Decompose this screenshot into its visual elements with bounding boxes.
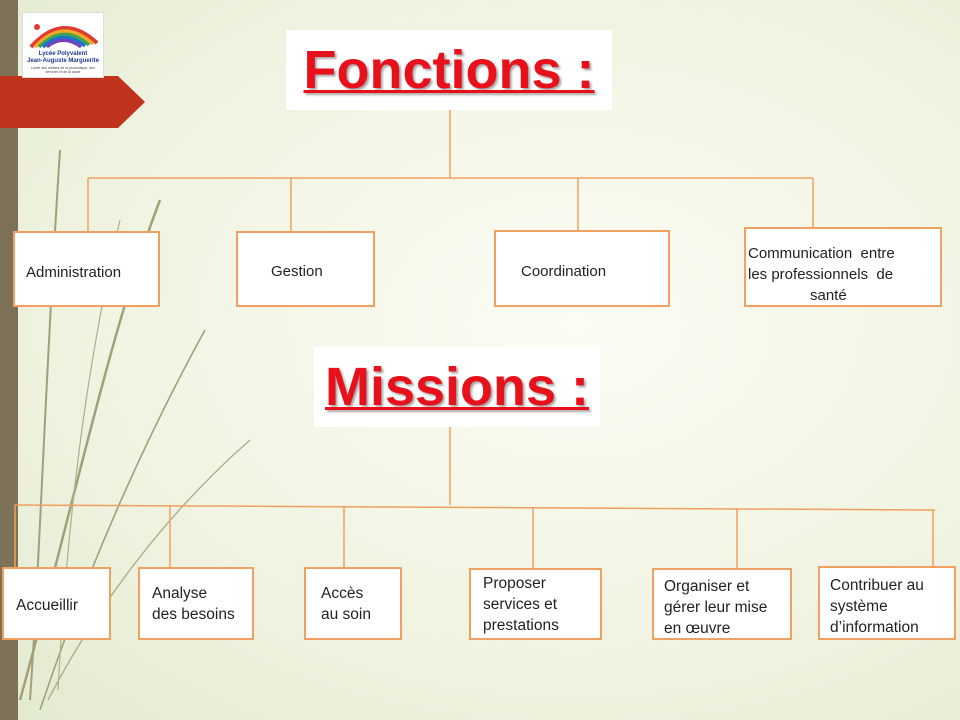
- box-administration: Administration: [13, 231, 160, 307]
- label-contribuer-line3: d’information: [830, 619, 919, 636]
- label-organiser-line2: gérer leur mise: [664, 599, 768, 616]
- label-communication-line2: les professionnels de: [748, 266, 894, 283]
- box-communication: Communication entre les professionnels d…: [744, 227, 942, 307]
- logo-tagline: Lycée des métiers de la productique, des…: [31, 66, 95, 74]
- rainbow-logo-icon: [29, 24, 99, 49]
- box-contribuer: Contribuer au système d’information: [818, 566, 956, 640]
- missions-heading: Missions :: [314, 347, 600, 427]
- box-analyse: Analyse des besoins: [138, 567, 254, 640]
- label-acces-line2: au soin: [321, 606, 371, 623]
- label-contribuer-line1: Contribuer au: [830, 577, 924, 594]
- school-logo: Lycée Polyvalent Jean-Auguste Marguerite…: [22, 12, 104, 78]
- label-communication-line1: Communication entre: [748, 245, 895, 262]
- label-communication-line3: santé: [810, 287, 847, 304]
- box-acces: Accès au soin: [304, 567, 402, 640]
- red-arrow-banner: [0, 76, 145, 128]
- label-organiser-line1: Organiser et: [664, 578, 750, 595]
- label-organiser-line3: en œuvre: [664, 620, 731, 637]
- label-gestion: Gestion: [271, 263, 323, 280]
- box-proposer: Proposer services et prestations: [469, 568, 602, 640]
- label-proposer-line1: Proposer: [483, 575, 546, 592]
- label-proposer-line2: services et: [483, 596, 558, 613]
- logo-title: Lycée Polyvalent: [38, 51, 88, 57]
- label-contribuer-line2: système: [830, 598, 888, 615]
- label-coordination: Coordination: [521, 263, 607, 280]
- box-accueillir: Accueillir: [2, 567, 111, 640]
- fonctions-heading: Fonctions :: [286, 30, 612, 110]
- label-analyse-line1: Analyse: [152, 585, 208, 602]
- logo-subtitle: Jean-Auguste Marguerite: [26, 58, 99, 64]
- box-gestion: Gestion: [236, 231, 375, 307]
- box-organiser: Organiser et gérer leur mise en œuvre: [652, 568, 792, 640]
- box-coordination: Coordination: [494, 230, 670, 307]
- label-administration: Administration: [26, 264, 122, 281]
- label-proposer-line3: prestations: [483, 617, 559, 634]
- label-analyse-line2: des besoins: [152, 606, 235, 623]
- left-side-bar: [0, 0, 18, 720]
- label-accueillir: Accueillir: [16, 597, 79, 614]
- label-acces-line1: Accès: [321, 585, 364, 602]
